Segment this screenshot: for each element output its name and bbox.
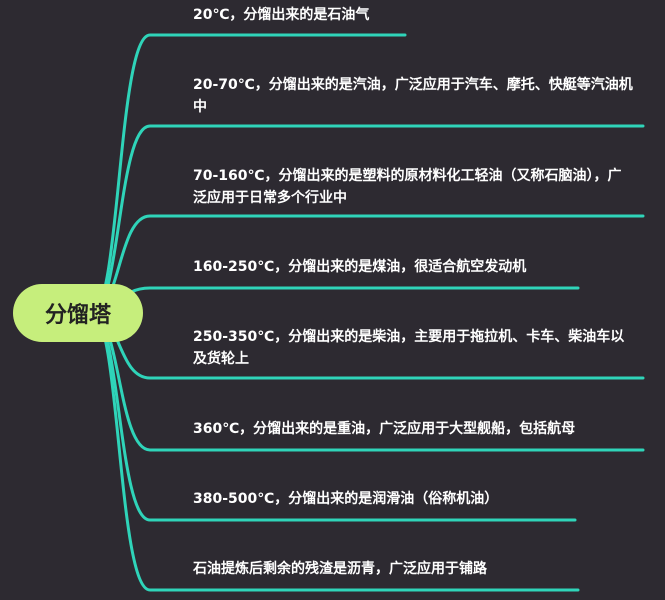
- branch-label-6: 360℃，分馏出来的是重油，广泛应用于大型舰船，包括航母: [193, 421, 576, 437]
- root-node: 分馏塔: [13, 284, 143, 342]
- branch-label-7: 380-500℃，分馏出来的是润滑油（俗称机油）: [193, 491, 499, 507]
- branch-label-8: 石油提炼后剩余的残渣是沥青，广泛应用于铺路: [193, 561, 487, 577]
- branch-label-1: 20℃，分馏出来的是石油气: [193, 7, 370, 23]
- root-node-label: 分馏塔: [44, 303, 111, 328]
- connector-2: [90, 124, 645, 315]
- connector-4: [90, 286, 580, 315]
- branch-label-2: 20-70℃，分馏出来的是汽油，广泛应用于汽车、摩托、快艇等汽油机中: [193, 77, 633, 115]
- branch-label-3: 70-160℃，分馏出来的是塑料的原材料化工轻油（又称石脑油），广泛应用于日常多…: [193, 168, 622, 206]
- branch-label-4: 160-250℃，分馏出来的是煤油，很适合航空发动机: [193, 259, 527, 275]
- branch-label-5: 250-350℃，分馏出来的是柴油，主要用于拖拉机、卡车、柴油车以及货轮上: [193, 329, 625, 367]
